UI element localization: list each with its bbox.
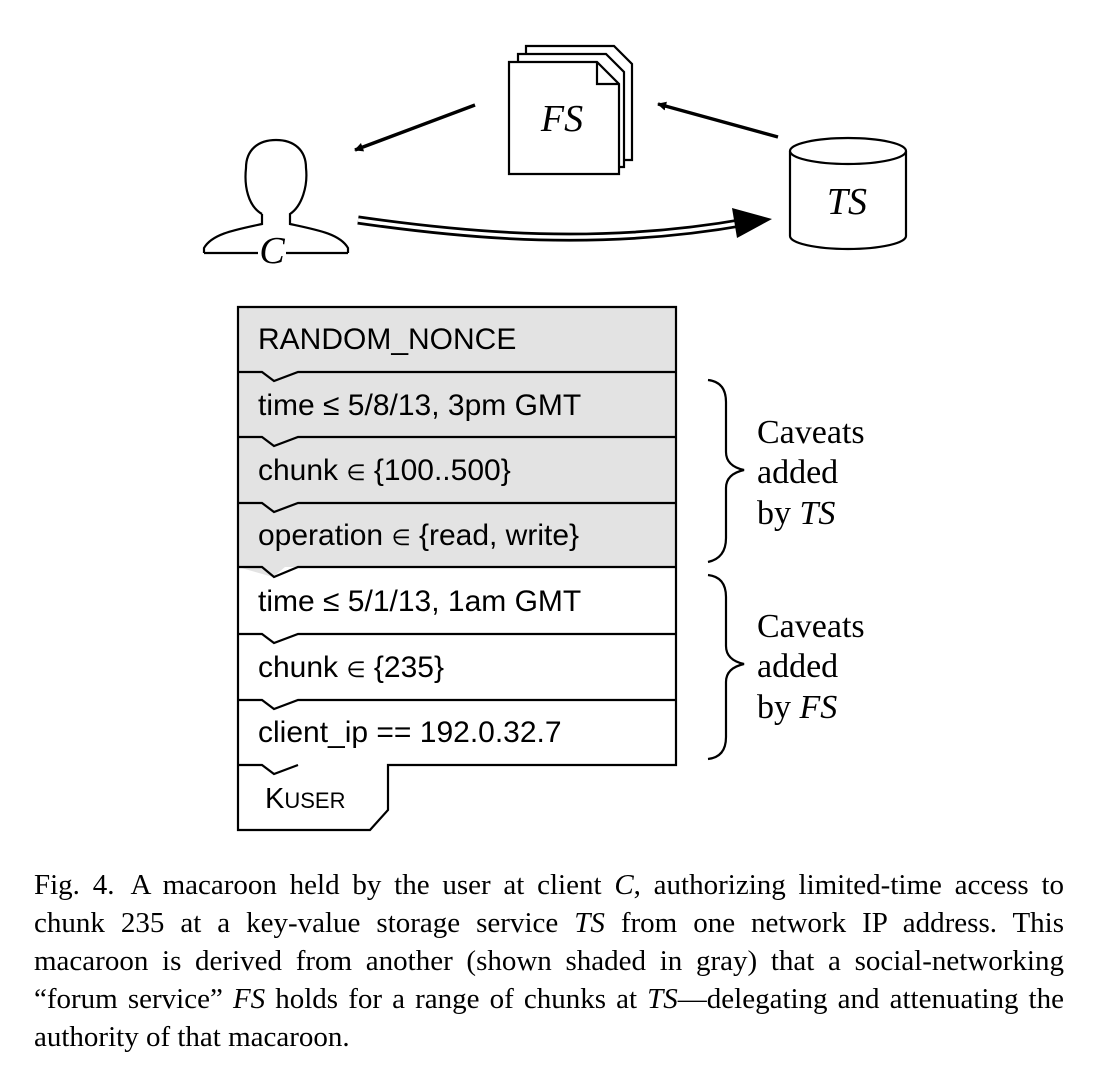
ts-caveat-1-text: time ≤ 5/8/13, 3pm GMT	[258, 389, 581, 422]
fs-brace-line-3: by FS	[757, 689, 837, 726]
ts-caveat-3-symbol: ∈	[391, 525, 410, 550]
fs-caveat-row: chunk ∈ {235}	[258, 651, 444, 684]
caption-part-4: TS	[574, 907, 605, 939]
caption-part-7: holds for a range of chunks at	[265, 983, 648, 1015]
caption-part-9: —delegating and attenuating the authorit…	[34, 983, 1064, 1053]
key-main: K	[265, 783, 285, 815]
client-user-icon	[202, 138, 350, 255]
caption-part-8: TS	[647, 983, 678, 1015]
separator-6	[238, 698, 676, 711]
fs-caveat-1-text: time ≤ 5/1/13, 1am GMT	[258, 585, 581, 618]
fs-caveat-2-text: chunk	[258, 651, 346, 684]
target-service-label: TS	[827, 181, 867, 223]
ts-caveat-2-text: chunk	[258, 454, 346, 487]
fs-brace-line-2: added	[757, 648, 838, 685]
separator-4	[238, 565, 676, 579]
separator-5	[238, 632, 676, 645]
caption-part-1: A macaroon held by the user at client	[130, 869, 615, 901]
caption-part-6: FS	[232, 983, 266, 1015]
figure-label: Fig. 4.	[34, 869, 115, 901]
ts-caveat-2-tail: {100..500}	[366, 454, 511, 487]
fs-caveat-row: time ≤ 5/1/13, 1am GMT	[258, 585, 581, 618]
fs-caveat-3-text: client_ip == 192.0.32.7	[258, 716, 562, 749]
caption-part-5: from one network IP address. This macaro…	[34, 907, 1064, 1015]
ts-brace-name: TS	[800, 495, 836, 532]
ts-brace-line-2: added	[757, 454, 838, 491]
macaroon-outline	[236, 305, 678, 832]
forum-service-label: FS	[540, 98, 583, 140]
fs-caveat-2-tail: {235}	[366, 651, 444, 684]
fs-caveat-row: client_ip == 192.0.32.7	[258, 716, 562, 749]
separator-7	[238, 763, 299, 776]
ts-caveat-3-text: operation	[258, 519, 391, 552]
brace-fs-caveats	[707, 573, 745, 761]
fs-brace-name: FS	[799, 689, 838, 726]
separator-2	[238, 435, 676, 448]
double-arrow-client-to-ts	[357, 208, 772, 242]
ts-brace-by: by	[757, 495, 800, 532]
macaroon-diagram: C FS TS RANDOM_NONCE time ≤ 5/8/1	[202, 44, 908, 832]
brace-ts-caveats	[707, 378, 745, 564]
database-cylinder-icon	[788, 136, 908, 251]
caveat-separators	[238, 370, 676, 776]
nonce-row: RANDOM_NONCE	[258, 323, 516, 356]
key-subscript: USER	[284, 788, 345, 813]
ts-brace-line-3: by TS	[757, 495, 835, 532]
separator-3	[238, 501, 676, 514]
fs-brace-by: by	[757, 689, 800, 726]
ts-caveat-3-tail: {read, write}	[411, 519, 579, 552]
signature-key-label: KUSER	[265, 783, 345, 815]
ts-caveat-2-symbol: ∈	[346, 460, 365, 485]
arrow-fs-to-client	[354, 103, 476, 152]
caption-part-3: , authorizing limited-time access to chu…	[34, 869, 1065, 939]
arrow-ts-to-fs	[657, 101, 779, 139]
ts-caveat-row: chunk ∈ {100..500}	[258, 454, 511, 487]
document-stack-icon	[507, 44, 634, 176]
fs-caveat-2-symbol: ∈	[346, 657, 365, 682]
ts-brace-line-1: Caveats	[757, 414, 865, 451]
client-label: C	[259, 230, 285, 272]
caption-part-2: C	[614, 869, 634, 901]
ts-caveat-row: operation ∈ {read, write}	[258, 519, 579, 552]
ts-macaroon-shaded-region	[238, 307, 676, 577]
ts-caveat-row: time ≤ 5/8/13, 3pm GMT	[258, 389, 581, 422]
fs-brace-line-1: Caveats	[757, 608, 865, 645]
figure-caption: Fig. 4. A macaroon held by the user at cl…	[34, 866, 1064, 1056]
separator-1	[238, 370, 676, 383]
